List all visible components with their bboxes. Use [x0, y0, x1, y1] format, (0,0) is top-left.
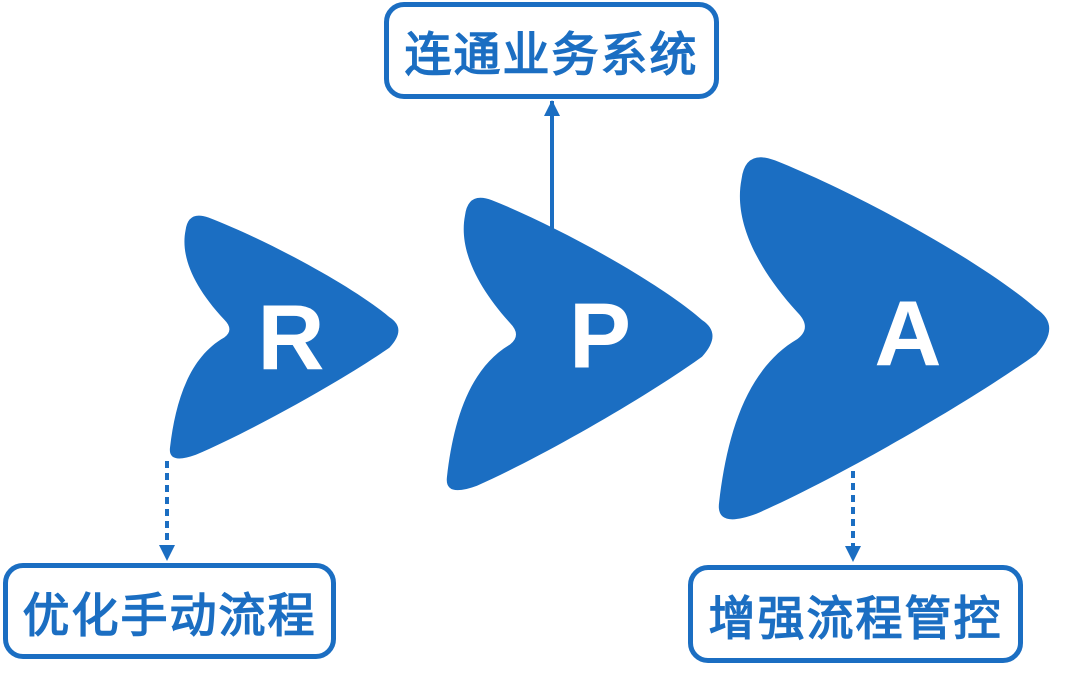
callout-optimize-manual-process: 优化手动流程	[3, 563, 336, 659]
up-arrowhead-icon	[544, 100, 560, 116]
callout-bottom-right-label: 增强流程管控	[708, 591, 1003, 645]
connector-line-bottom-left	[165, 461, 169, 546]
callout-top-label: 连通业务系统	[404, 28, 699, 81]
chevron-p-icon	[446, 197, 713, 491]
letter-r: R	[257, 285, 325, 390]
callout-enhance-process-control: 增强流程管控	[688, 565, 1023, 663]
chevron-a-icon	[718, 157, 1050, 520]
down-arrowhead-left-icon	[159, 545, 175, 561]
callout-connect-business-systems: 连通业务系统	[384, 2, 719, 99]
connector-line-bottom-right	[851, 471, 855, 547]
callout-bottom-left-label: 优化手动流程	[22, 588, 317, 642]
connector-line-top	[550, 101, 554, 236]
down-arrowhead-right-icon	[845, 546, 861, 562]
letter-p: P	[568, 283, 632, 388]
chevron-r-icon	[169, 215, 399, 459]
letter-a: A	[874, 281, 942, 386]
